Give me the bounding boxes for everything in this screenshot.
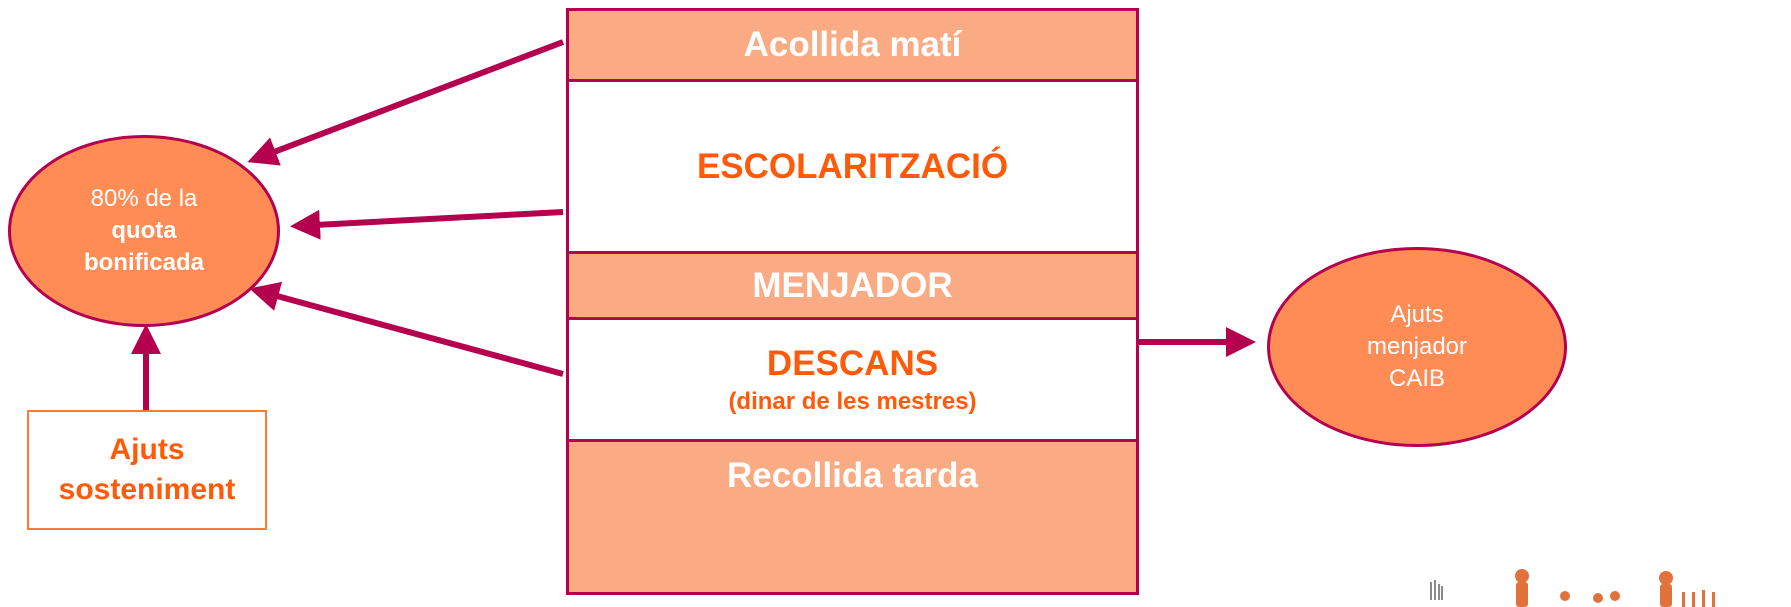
- band-acollida-mati: Acollida matí: [569, 11, 1136, 79]
- quota-bonificada-ellipse: 80% de la quota bonificada: [8, 135, 280, 327]
- ajuts-menjador-ellipse: Ajuts menjador CAIB: [1267, 247, 1567, 447]
- acollida-mati-label: Acollida matí: [743, 25, 962, 64]
- ajuts-sosteniment-box: Ajuts sosteniment: [27, 410, 267, 530]
- band-descans: DESCANS (dinar de les mestres): [569, 317, 1136, 439]
- ajuts-menjador-line3: CAIB: [1388, 365, 1445, 392]
- quota-line2: quota: [111, 217, 177, 244]
- ajuts-menjador-line2: menjador: [1366, 333, 1468, 360]
- arrow-descans-to-quota: [249, 281, 564, 377]
- ajuts-sosteniment-line1: Ajuts: [109, 433, 185, 466]
- recollida-tarda-label: Recollida tarda: [727, 456, 978, 495]
- arrow-acollida-to-quota: [247, 39, 565, 166]
- band-menjador: MENJADOR: [569, 251, 1136, 317]
- arrow-escolaritzacio-to-quota: [290, 209, 564, 240]
- ajuts-sosteniment-line2: sosteniment: [58, 473, 236, 506]
- menjador-label: MENJADOR: [752, 265, 953, 305]
- band-recollida-tarda: Recollida tarda: [569, 439, 1136, 592]
- ajuts-menjador-line1: Ajuts: [1390, 301, 1444, 328]
- descans-sublabel: (dinar de les mestres): [728, 387, 977, 415]
- schedule-table: Acollida matí ESCOLARITZACIÓ MENJADOR DE…: [566, 8, 1139, 595]
- descans-label: DESCANS: [766, 343, 939, 383]
- band-escolaritzacio: ESCOLARITZACIÓ: [569, 79, 1136, 251]
- logo-graphic: [1430, 569, 1715, 607]
- quota-line3: bonificada: [83, 249, 204, 276]
- escolaritzacio-label: ESCOLARITZACIÓ: [696, 146, 1009, 186]
- quota-line1: 80% de la: [90, 185, 198, 212]
